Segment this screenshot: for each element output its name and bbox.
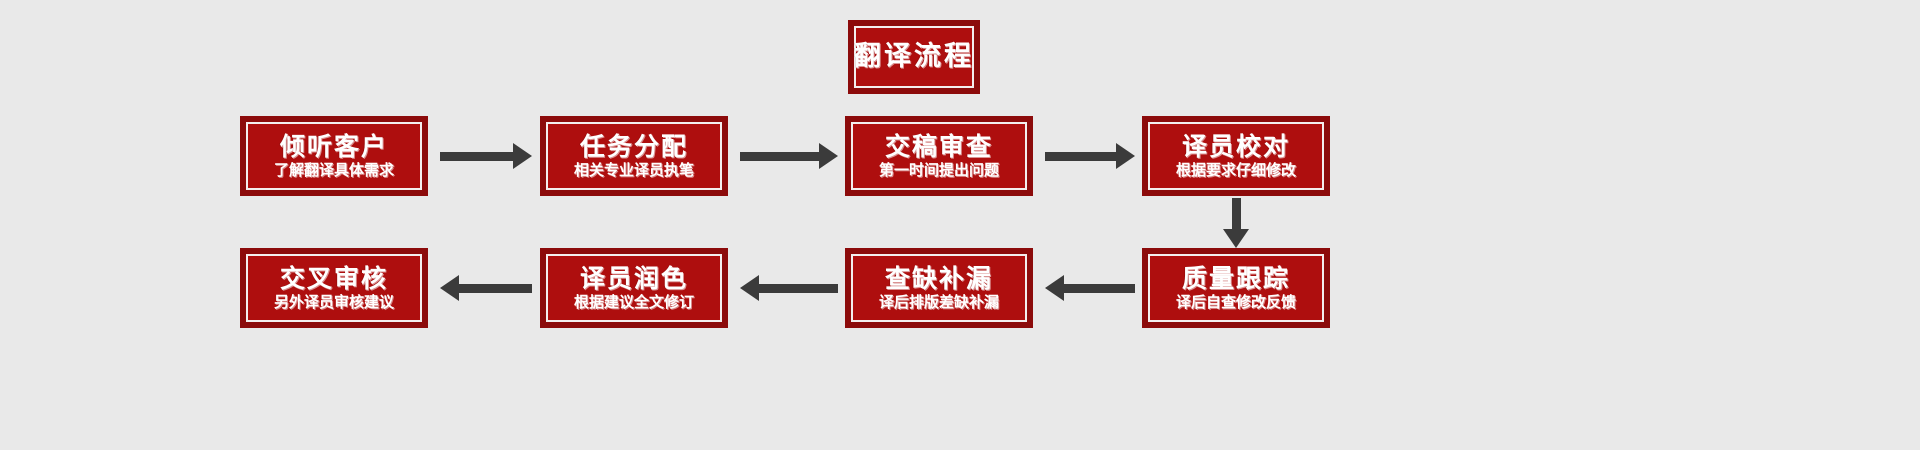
flow-node-step2-inner: 任务分配 相关专业译员执笔 [546, 122, 722, 190]
flow-node-step4-title: 译员校对 [1181, 131, 1290, 161]
flow-node-step1-inner: 倾听客户 了解翻译具体需求 [246, 122, 422, 190]
arrow-shaft [1064, 283, 1135, 293]
flow-node-step6-title: 查缺补漏 [884, 263, 993, 293]
flow-node-step1-subtitle: 了解翻译具体需求 [273, 161, 394, 180]
arrow-step6-to-step7 [740, 275, 838, 301]
arrow-shaft [440, 151, 513, 161]
flow-node-step3-title: 交稿审查 [884, 131, 993, 161]
flow-node-step7-title: 译员润色 [579, 263, 688, 293]
flow-node-step4-inner: 译员校对 根据要求仔细修改 [1148, 122, 1324, 190]
flow-node-step5-subtitle: 译后自查修改反馈 [1175, 293, 1296, 312]
arrow-shaft [459, 283, 532, 293]
flow-node-step2-subtitle: 相关专业译员执笔 [573, 161, 694, 180]
flow-node-step8-title: 交叉审核 [279, 263, 388, 293]
flow-node-step7-inner: 译员润色 根据建议全文修订 [546, 254, 722, 322]
arrow-step4-to-step5 [1223, 198, 1249, 248]
flow-node-step6[interactable]: 查缺补漏 译后排版差缺补漏 [845, 248, 1033, 328]
arrow-step1-to-step2 [440, 143, 532, 169]
flow-node-step2[interactable]: 任务分配 相关专业译员执笔 [540, 116, 728, 196]
flow-node-step1[interactable]: 倾听客户 了解翻译具体需求 [240, 116, 428, 196]
arrow-step2-to-step3 [740, 143, 838, 169]
flow-node-step5[interactable]: 质量跟踪 译后自查修改反馈 [1142, 248, 1330, 328]
flow-node-step5-title: 质量跟踪 [1181, 263, 1290, 293]
flow-node-step3-subtitle: 第一时间提出问题 [878, 161, 999, 180]
arrow-head-right-icon [819, 143, 838, 169]
arrow-shaft [740, 151, 819, 161]
flow-node-step8-subtitle: 另外译员审核建议 [273, 293, 394, 312]
arrow-head-right-icon [513, 143, 532, 169]
flow-node-step1-title: 倾听客户 [279, 131, 388, 161]
arrow-shaft [1045, 151, 1116, 161]
flow-node-step6-inner: 查缺补漏 译后排版差缺补漏 [851, 254, 1027, 322]
flow-node-step5-inner: 质量跟踪 译后自查修改反馈 [1148, 254, 1324, 322]
flowchart-title-text: 翻译流程 [854, 41, 974, 73]
arrow-head-left-icon [1045, 275, 1064, 301]
arrow-shaft-vertical [1231, 198, 1241, 229]
arrow-head-down-icon [1223, 229, 1249, 248]
flow-node-step7[interactable]: 译员润色 根据建议全文修订 [540, 248, 728, 328]
arrow-head-right-icon [1116, 143, 1135, 169]
flow-node-step3[interactable]: 交稿审查 第一时间提出问题 [845, 116, 1033, 196]
flow-node-step4[interactable]: 译员校对 根据要求仔细修改 [1142, 116, 1330, 196]
flow-node-step4-subtitle: 根据要求仔细修改 [1175, 161, 1296, 180]
arrow-head-left-icon [740, 275, 759, 301]
flow-node-step8[interactable]: 交叉审核 另外译员审核建议 [240, 248, 428, 328]
arrow-head-left-icon [440, 275, 459, 301]
flow-node-step2-title: 任务分配 [579, 131, 688, 161]
flowchart-title-inner: 翻译流程 [854, 26, 974, 88]
arrow-shaft [759, 283, 838, 293]
flow-node-step3-inner: 交稿审查 第一时间提出问题 [851, 122, 1027, 190]
arrow-step7-to-step8 [440, 275, 532, 301]
flowchart-title-box: 翻译流程 [848, 20, 980, 94]
arrow-step5-to-step6 [1045, 275, 1135, 301]
flow-node-step6-subtitle: 译后排版差缺补漏 [878, 293, 999, 312]
flow-node-step7-subtitle: 根据建议全文修订 [573, 293, 694, 312]
arrow-step3-to-step4 [1045, 143, 1135, 169]
flow-node-step8-inner: 交叉审核 另外译员审核建议 [246, 254, 422, 322]
